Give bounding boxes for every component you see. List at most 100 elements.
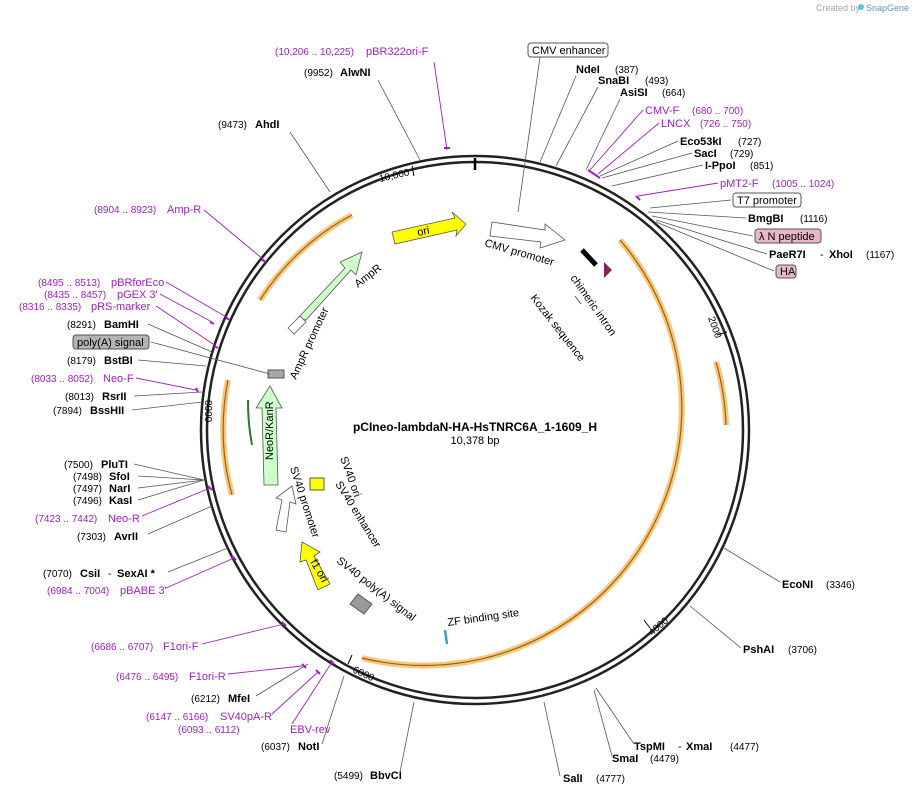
enzyme-bsshii-name: BssHII bbox=[90, 405, 124, 417]
enzyme-i-ppoi-name: I-PpoI bbox=[705, 160, 736, 172]
insert-arrow bbox=[361, 239, 683, 667]
enzyme-i-ppoi-pos: (851) bbox=[750, 161, 773, 172]
primer-sv40pa-r-leader bbox=[271, 671, 319, 715]
enzyme-pshai-pos: (3706) bbox=[788, 645, 817, 656]
enzyme-xhoi-leader bbox=[655, 219, 768, 255]
cmv-enhancer-box bbox=[527, 42, 609, 58]
primer-amp-r-range: (8904 .. 8923) bbox=[94, 205, 156, 216]
ori-feature bbox=[391, 211, 467, 245]
t7-promoter-leader bbox=[649, 199, 732, 209]
tick-2000-mark bbox=[716, 331, 728, 336]
primer-prs-marker-range: (8316 .. 8335) bbox=[19, 302, 81, 313]
plasmid-size: 10,378 bp bbox=[451, 435, 500, 447]
enzyme-noti-pos: (6037) bbox=[261, 742, 290, 753]
enzyme-bsshii-pos: (7894) bbox=[53, 406, 82, 417]
enzyme-bamhi-name: BamHI bbox=[104, 319, 139, 331]
enzyme-bmgbi-name: BmgBI bbox=[748, 213, 783, 225]
credit-brand: SnapGene bbox=[866, 3, 909, 13]
enzyme-econi-pos: (3346) bbox=[826, 580, 855, 591]
primer-pmt2-f-leader bbox=[637, 182, 719, 197]
enzyme-pluti-name: PluTI bbox=[101, 459, 128, 471]
enzyme-xhoi-pos: (1167) bbox=[866, 250, 894, 261]
primer-pbabe3-range: (6984 .. 7004) bbox=[47, 586, 109, 597]
enzyme-paer7i-name: PaeR7I bbox=[769, 249, 806, 261]
primer-sv40pa-r-name: SV40pA-R bbox=[220, 711, 272, 723]
primer-cmv-f-leader bbox=[589, 109, 644, 171]
primer-pbr322ori-range: (10,206 .. 10,225) bbox=[275, 47, 354, 58]
ha-leader bbox=[655, 221, 775, 272]
enzyme-csii-pos: (7070) bbox=[43, 569, 72, 580]
primer-f1ori-f-range: (6686 .. 6707) bbox=[91, 642, 153, 653]
enzyme-xmai-leader bbox=[595, 687, 635, 745]
enzyme-sali-pos: (4777) bbox=[596, 774, 625, 785]
enzyme-alwni-leader bbox=[377, 79, 421, 161]
snapgene-logo-icon bbox=[858, 4, 864, 10]
enzyme-eco53ki-leader bbox=[599, 140, 679, 177]
neo-feature bbox=[255, 385, 283, 486]
tick-4000-mark bbox=[643, 619, 651, 629]
primer-prs-marker-leader bbox=[155, 305, 217, 347]
tick-10000-mark bbox=[411, 165, 415, 177]
ori-label: ori bbox=[416, 225, 430, 239]
primer-lncx-name: LNCX bbox=[661, 118, 691, 130]
primer-cmv-f-range: (680 .. 700) bbox=[692, 106, 743, 117]
chimeric-intron-label: chimeric intron bbox=[568, 273, 619, 338]
primer-sv40pa-r-range: (6147 .. 6166) bbox=[146, 712, 208, 723]
enzyme-rsrii-leader bbox=[133, 391, 203, 397]
primer-prs-marker-name: pRS-marker bbox=[91, 301, 151, 313]
enzyme-mfei-pos: (6212) bbox=[191, 694, 220, 705]
enzyme-rsrii-name: RsrII bbox=[102, 391, 126, 403]
enzyme-sfoi-name: SfoI bbox=[109, 471, 130, 483]
kozak-feature bbox=[604, 262, 612, 278]
ampr-feature bbox=[297, 251, 363, 321]
enzyme-bamhi-leader bbox=[147, 323, 213, 353]
enzyme-noti-leader bbox=[321, 675, 345, 745]
primer-amp-r-leader bbox=[203, 209, 265, 261]
enzyme-bsshii-leader bbox=[131, 401, 203, 411]
primer-ebv-rev-range: (6093 .. 6112) bbox=[178, 725, 240, 736]
enzyme-paer7i-sep: - bbox=[820, 249, 824, 261]
enzyme-kasi-name: KasI bbox=[109, 495, 132, 507]
primer-pbrforeco-name: pBRforEco bbox=[111, 277, 164, 289]
primer-pgex3-name: pGEX 3' bbox=[117, 289, 158, 301]
enzyme-eco53ki-name: Eco53kI bbox=[680, 136, 722, 148]
sv40-polya-feature bbox=[349, 593, 373, 615]
enzyme-xhoi-name: XhoI bbox=[829, 249, 853, 261]
enzyme-ahdi-name: AhdI bbox=[255, 119, 279, 131]
polya-signal-leader bbox=[150, 341, 271, 375]
enzyme-ndei-name: NdeI bbox=[576, 64, 600, 76]
enzyme-nari-name: NarI bbox=[109, 483, 130, 495]
polya-signal-box bbox=[72, 334, 150, 350]
enzyme-sexai-leader bbox=[167, 547, 229, 573]
ha-box bbox=[775, 264, 797, 279]
insert-highlight bbox=[361, 238, 685, 669]
primer-marks bbox=[195, 147, 641, 675]
primer-lncx-range: (726 .. 750) bbox=[700, 119, 751, 130]
insert-small-highlight bbox=[713, 361, 729, 426]
enzyme-bstbi-name: BstBI bbox=[104, 355, 133, 367]
primer-neo-r-range: (7423 .. 7442) bbox=[35, 514, 97, 525]
enzyme-pluti-leader bbox=[133, 463, 205, 481]
enzyme-nari-leader bbox=[137, 479, 205, 489]
enzyme-pluti-pos: (7500) bbox=[64, 460, 93, 471]
tick-8000: 8000 bbox=[202, 400, 213, 423]
enzyme-saci-name: SacI bbox=[694, 148, 717, 160]
enzyme-xmai-pos: (4477) bbox=[730, 742, 759, 753]
enzyme-sali-name: SalI bbox=[563, 773, 583, 785]
polya-box-feature bbox=[267, 369, 285, 379]
kozak-label: Kozak sequence bbox=[528, 292, 588, 363]
primer-pgex3-range: (8435 .. 8457) bbox=[44, 290, 106, 301]
enzyme-sexai-name: SexAI * bbox=[117, 568, 156, 580]
primer-neo-f-leader bbox=[135, 377, 197, 391]
cmv-enhancer-leader bbox=[517, 56, 541, 213]
ampr-promoter-label: AmpR promoter bbox=[288, 306, 332, 382]
primer-pgex3-leader bbox=[159, 293, 213, 323]
neo-label: NeoR/KanR bbox=[264, 401, 276, 460]
primer-neo-f-name: Neo-F bbox=[103, 373, 134, 385]
primer-neo-f-range: (8033 .. 8052) bbox=[31, 374, 93, 385]
enzyme-bamhi-pos: (8291) bbox=[67, 320, 96, 331]
tick-4000: 4000 bbox=[647, 615, 671, 638]
lambda-n-label: λ N peptide bbox=[759, 231, 815, 243]
primer-neo-r-name: Neo-R bbox=[108, 513, 140, 525]
